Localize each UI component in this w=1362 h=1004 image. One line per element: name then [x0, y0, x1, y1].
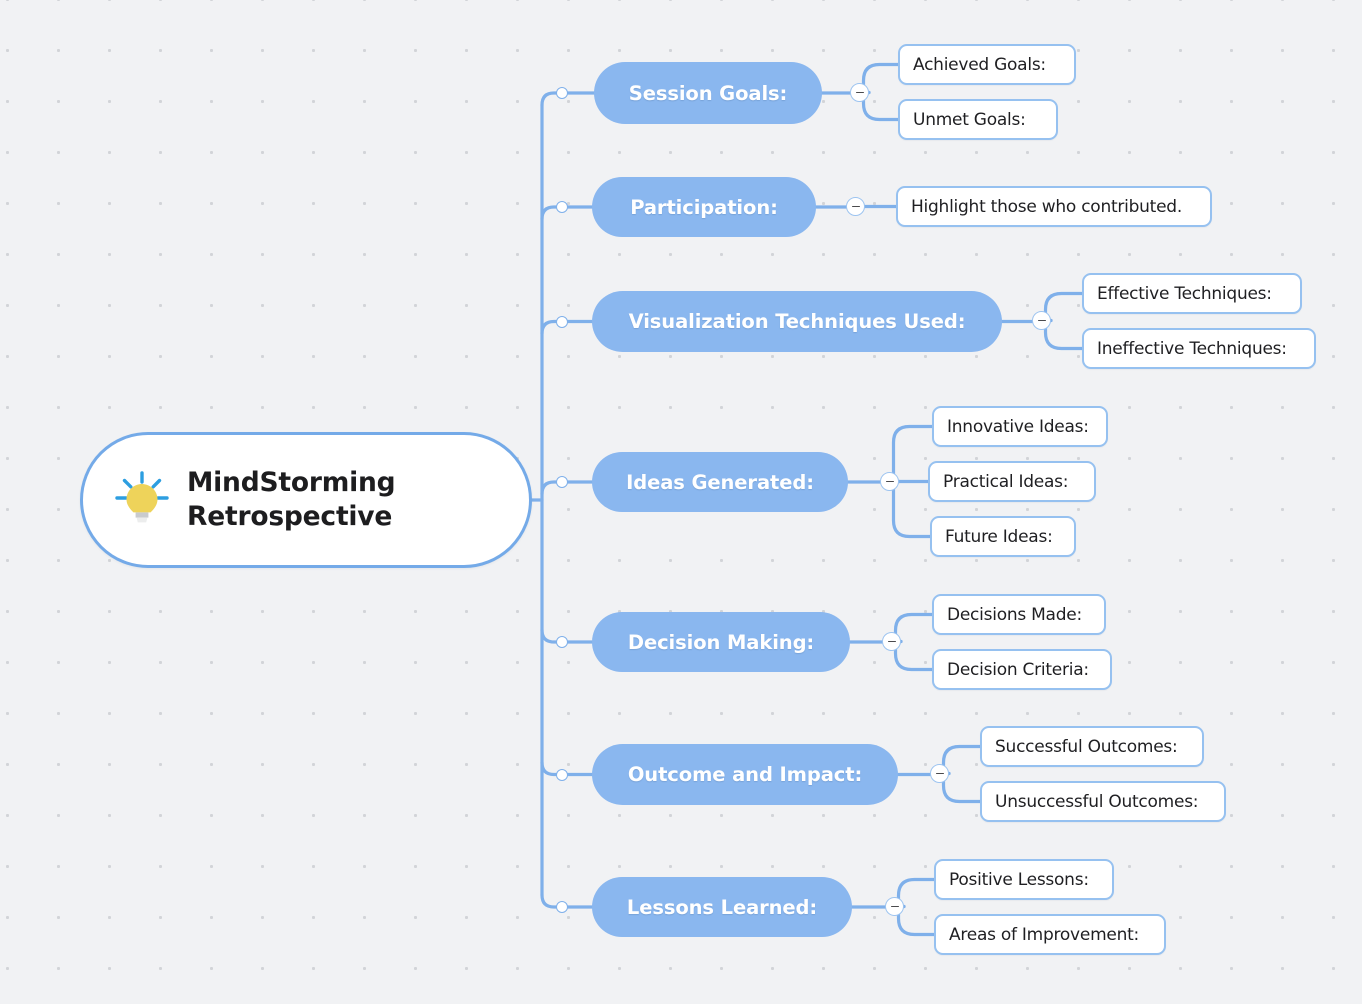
- branch-junction-dot-visualization-techniques-used[interactable]: [556, 315, 568, 328]
- root-node[interactable]: MindStorming Retrospective: [80, 432, 532, 568]
- leaf-label: Successful Outcomes:: [995, 736, 1178, 757]
- leaf-node-outcome-and-impact-2[interactable]: Unsuccessful Outcomes:: [980, 781, 1226, 822]
- leaf-node-ideas-generated-3[interactable]: Future Ideas:: [930, 516, 1076, 557]
- collapse-button-session-goals[interactable]: [850, 83, 869, 102]
- branch-junction-dot-outcome-and-impact[interactable]: [556, 768, 568, 781]
- leaf-node-outcome-and-impact-1[interactable]: Successful Outcomes:: [980, 726, 1204, 767]
- collapse-button-ideas-generated[interactable]: [880, 472, 899, 491]
- leaf-node-lessons-learned-1[interactable]: Positive Lessons:: [934, 859, 1114, 900]
- leaf-node-ideas-generated-1[interactable]: Innovative Ideas:: [932, 406, 1108, 447]
- root-title: MindStorming Retrospective: [187, 467, 396, 532]
- topic-label: Session Goals:: [628, 81, 788, 105]
- topic-label: Lessons Learned:: [626, 895, 818, 919]
- leaf-node-decision-making-1[interactable]: Decisions Made:: [932, 594, 1106, 635]
- topic-label: Ideas Generated:: [626, 470, 814, 494]
- leaf-label: Highlight those who contributed.: [911, 196, 1182, 217]
- lightbulb-icon: [111, 467, 173, 533]
- leaf-node-visualization-techniques-used-1[interactable]: Effective Techniques:: [1082, 273, 1302, 314]
- branch-junction-dot-session-goals[interactable]: [556, 87, 568, 99]
- branch-junction-dot-decision-making[interactable]: [556, 636, 568, 648]
- leaf-node-ideas-generated-2[interactable]: Practical Ideas:: [928, 461, 1096, 502]
- topic-label: Visualization Techniques Used:: [628, 310, 966, 333]
- leaf-label: Decisions Made:: [947, 604, 1082, 625]
- topic-label: Outcome and Impact:: [627, 763, 863, 786]
- topic-node-participation[interactable]: Participation:: [592, 177, 816, 237]
- leaf-node-session-goals-2[interactable]: Unmet Goals:: [898, 99, 1058, 140]
- leaf-label: Positive Lessons:: [949, 869, 1089, 890]
- leaf-label: Innovative Ideas:: [947, 416, 1089, 437]
- branch-junction-dot-lessons-learned[interactable]: [556, 901, 568, 913]
- collapse-button-outcome-and-impact[interactable]: [930, 764, 949, 783]
- topic-label: Participation:: [630, 195, 778, 219]
- leaf-node-session-goals-1[interactable]: Achieved Goals:: [898, 44, 1076, 85]
- leaf-node-decision-making-2[interactable]: Decision Criteria:: [932, 649, 1112, 690]
- branch-junction-dot-ideas-generated[interactable]: [556, 476, 568, 488]
- collapse-button-participation[interactable]: [846, 197, 865, 216]
- topic-node-session-goals[interactable]: Session Goals:: [594, 62, 822, 124]
- leaf-label: Unmet Goals:: [913, 109, 1026, 130]
- leaf-label: Unsuccessful Outcomes:: [995, 791, 1199, 812]
- collapse-button-visualization-techniques-used[interactable]: [1032, 311, 1051, 330]
- topic-node-ideas-generated[interactable]: Ideas Generated:: [592, 452, 848, 512]
- leaf-label: Ineffective Techniques:: [1097, 338, 1287, 359]
- leaf-node-participation-1[interactable]: Highlight those who contributed.: [896, 186, 1212, 227]
- topic-node-decision-making[interactable]: Decision Making:: [592, 612, 850, 672]
- leaf-label: Effective Techniques:: [1097, 283, 1272, 304]
- leaf-label: Areas of Improvement:: [949, 924, 1140, 945]
- leaf-node-visualization-techniques-used-2[interactable]: Ineffective Techniques:: [1082, 328, 1316, 369]
- leaf-label: Practical Ideas:: [943, 471, 1069, 492]
- leaf-label: Decision Criteria:: [947, 659, 1089, 680]
- collapse-button-lessons-learned[interactable]: [885, 897, 904, 916]
- leaf-label: Future Ideas:: [945, 526, 1053, 547]
- topic-node-outcome-and-impact[interactable]: Outcome and Impact:: [592, 744, 898, 805]
- leaf-label: Achieved Goals:: [913, 54, 1046, 75]
- topic-label: Decision Making:: [627, 630, 815, 654]
- topic-node-lessons-learned[interactable]: Lessons Learned:: [592, 877, 852, 937]
- leaf-node-lessons-learned-2[interactable]: Areas of Improvement:: [934, 914, 1166, 955]
- topic-node-visualization-techniques-used[interactable]: Visualization Techniques Used:: [592, 291, 1002, 352]
- collapse-button-decision-making[interactable]: [882, 632, 901, 651]
- branch-junction-dot-participation[interactable]: [556, 201, 568, 213]
